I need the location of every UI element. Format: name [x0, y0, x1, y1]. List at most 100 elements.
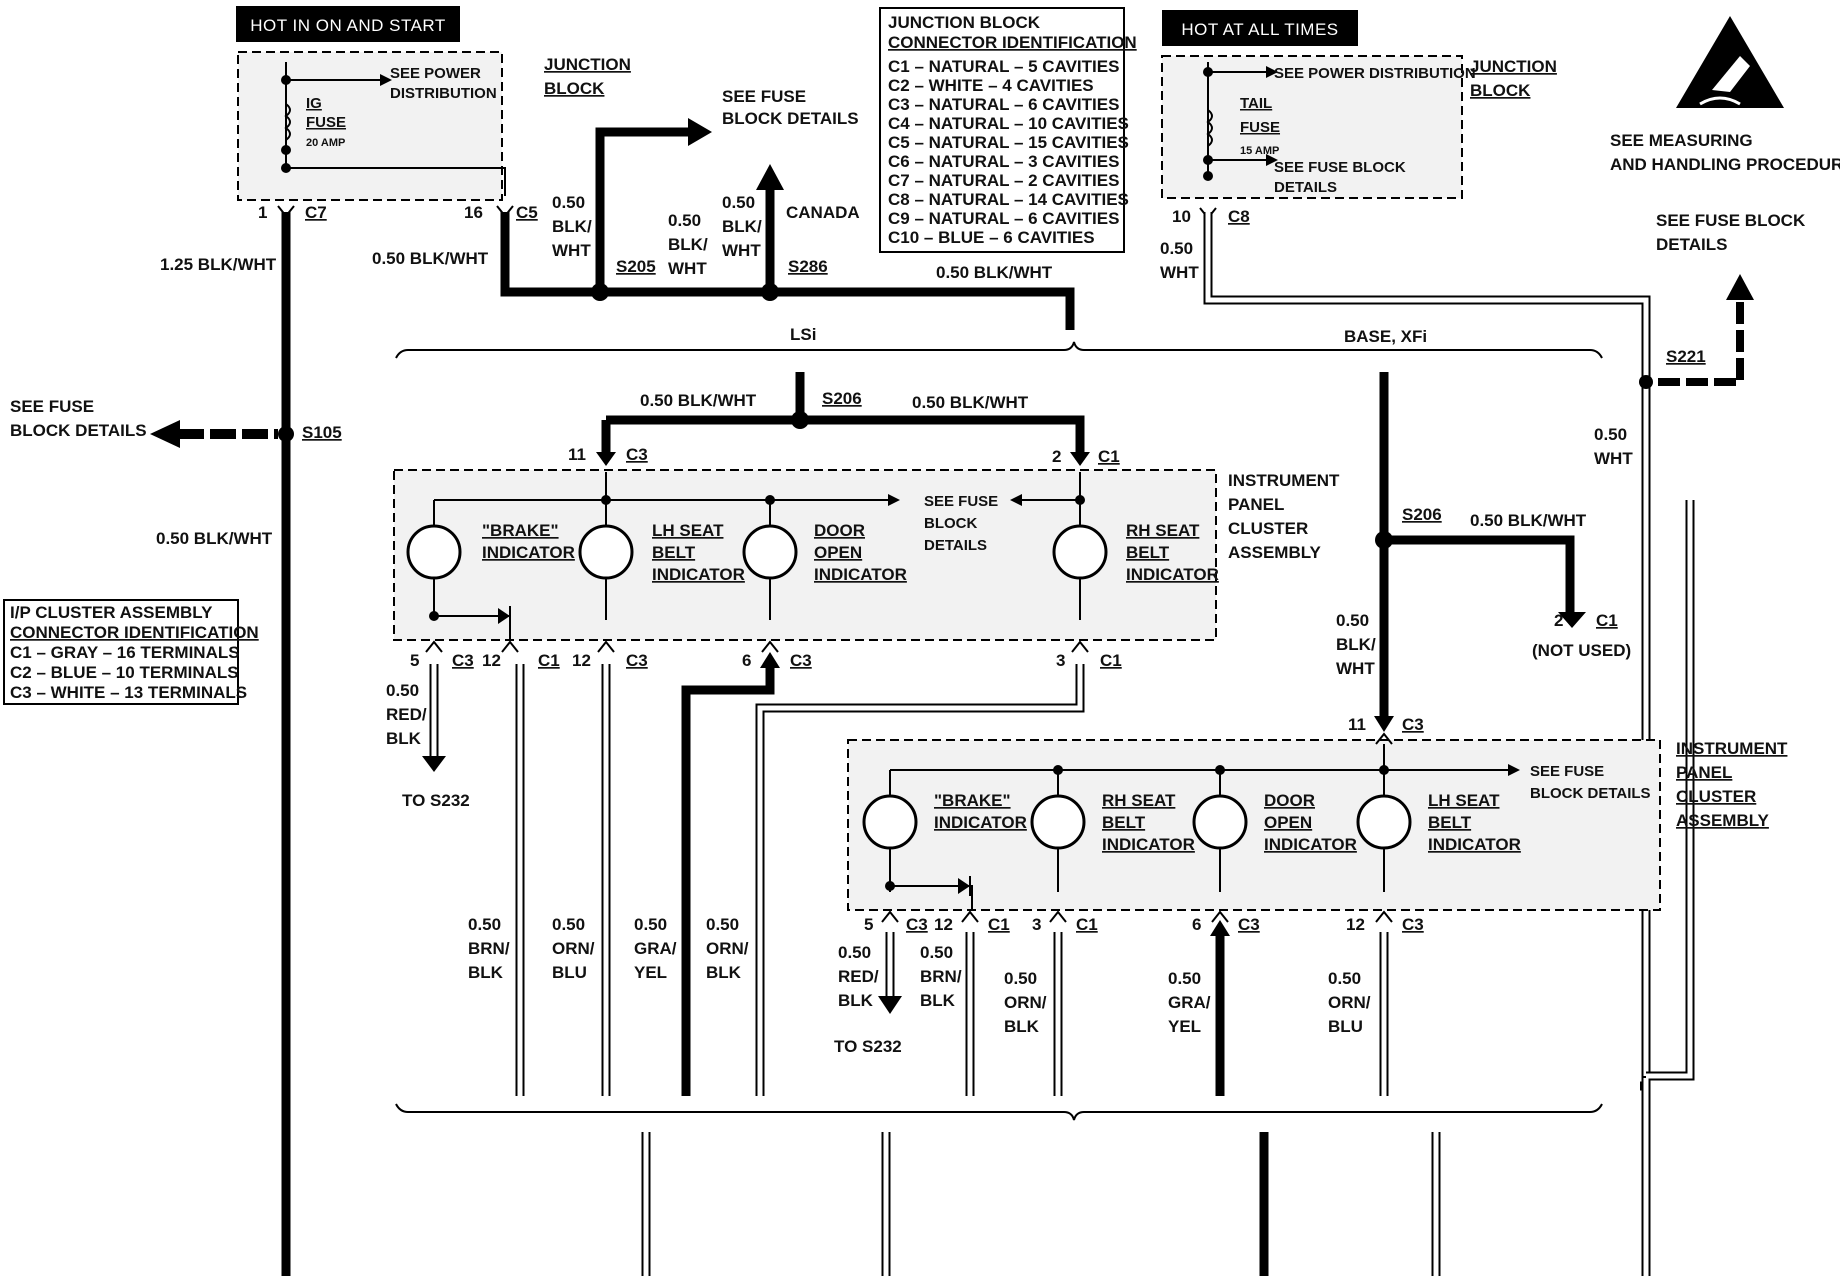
wc-b-ornblu-1: ORN/	[1328, 993, 1371, 1012]
wc-b-grayel-0: 0.50	[1168, 969, 1201, 988]
svg-text:JUNCTION: JUNCTION	[544, 55, 631, 74]
svg-text:C5 – NATURAL – 15 CAVITIES: C5 – NATURAL – 15 CAVITIES	[888, 133, 1129, 152]
ct-brake-1: "BRAKE"	[482, 521, 559, 540]
note-see-fuse-left-1: SEE FUSE	[10, 397, 94, 416]
wire-label-lsi-right: 0.50 BLK/WHT	[912, 393, 1029, 412]
wc-top-redblk-0: 0.50	[386, 681, 419, 700]
wc-b-brnblk-1: BRN/	[920, 967, 962, 986]
cb-see-fuse-2: BLOCK DETAILS	[1530, 785, 1651, 802]
svg-text:CONNECTOR IDENTIFICATION: CONNECTOR IDENTIFICATION	[10, 623, 259, 642]
wire-label-125: 1.25 BLK/WHT	[160, 255, 277, 274]
bottom-cluster-outputs	[878, 910, 1393, 1096]
ct-door-3: INDICATOR	[814, 565, 907, 584]
cb-brake-2: INDICATOR	[934, 813, 1027, 832]
wire-label-c5: 0.50 BLK/WHT	[372, 249, 489, 268]
svg-text:TAIL: TAIL	[1240, 95, 1272, 112]
pin-top-o1: 5	[410, 651, 419, 670]
svg-text:C9 – NATURAL – 6 CAVITIES: C9 – NATURAL – 6 CAVITIES	[888, 209, 1119, 228]
cb-brake-1: "BRAKE"	[934, 791, 1011, 810]
option-brace-bottom	[395, 1103, 1603, 1276]
svg-text:DISTRIBUTION: DISTRIBUTION	[390, 85, 497, 102]
base-xfi-wiring	[1374, 372, 1586, 732]
svg-text:C2 – WHITE – 4 CAVITIES: C2 – WHITE – 4 CAVITIES	[888, 76, 1094, 95]
wc-brnblk-1: BRN/	[468, 939, 510, 958]
header-hot-all-times: HOT AT ALL TIMES	[1162, 10, 1358, 46]
svg-text:BLOCK: BLOCK	[1470, 81, 1531, 100]
wire-label-canada: CANADA	[786, 203, 860, 222]
svg-text:HOT AT ALL TIMES: HOT AT ALL TIMES	[1181, 20, 1338, 39]
cb-door-1: DOOR	[1264, 791, 1315, 810]
junction-block-left: SEE POWER DISTRIBUTION IG FUSE 20 AMP JU…	[237, 51, 631, 222]
svg-text:C3 – WHITE – 13 TERMINALS: C3 – WHITE – 13 TERMINALS	[10, 683, 247, 702]
conn-bottom-in: C3	[1402, 715, 1424, 734]
cb-door-3: INDICATOR	[1264, 835, 1357, 854]
wire-label-s286-1: 0.50	[668, 211, 701, 230]
conn-unused: C1	[1596, 611, 1618, 630]
splice-s205: S205	[616, 257, 656, 276]
wc-ornblu-1: ORN/	[552, 939, 595, 958]
pin-bottom-o2: 12	[934, 915, 953, 934]
wire-label-s205-3: WHT	[552, 241, 591, 260]
svg-text:HOT IN ON AND START: HOT IN ON AND START	[250, 16, 446, 35]
option-brace-top	[395, 341, 1603, 359]
ip-connector-identification: I/P CLUSTER ASSEMBLY CONNECTOR IDENTIFIC…	[3, 599, 259, 705]
cb-label-4: ASSEMBLY	[1676, 811, 1770, 830]
cb-rh-1: RH SEAT	[1102, 791, 1176, 810]
ct-door-2: OPEN	[814, 543, 862, 562]
wire-label-canada-1: 0.50	[722, 193, 755, 212]
power-wiring	[150, 118, 1754, 1276]
esd-warning-icon	[1676, 16, 1784, 108]
svg-text:C5: C5	[516, 203, 538, 222]
wc-grayel-2: YEL	[634, 963, 667, 982]
note-see-fuse-right-2: DETAILS	[1656, 235, 1727, 254]
wire-label-base: 0.50 BLK/WHT	[1470, 511, 1587, 530]
wire-label-wht-right-1: 0.50	[1594, 425, 1627, 444]
cb-door-2: OPEN	[1264, 813, 1312, 832]
wire-label-wht-right-2: WHT	[1594, 449, 1633, 468]
note-see-fuse-2: BLOCK DETAILS	[722, 109, 859, 128]
conn-top-o4: C3	[790, 651, 812, 670]
ct-rh-3: INDICATOR	[1126, 565, 1219, 584]
pin-bottom-in: 11	[1348, 715, 1366, 734]
pin-top-o2: 12	[482, 651, 501, 670]
wc-b-brnblk-2: BLK	[920, 991, 956, 1010]
esd-note-2: AND HANDLING PROCEDURES	[1610, 155, 1840, 174]
pin-bottom-o4: 6	[1192, 915, 1201, 934]
svg-text:C7: C7	[305, 203, 327, 222]
splice-s286: S286	[788, 257, 828, 276]
conn-bottom-o3: C1	[1076, 915, 1098, 934]
note-see-fuse-1: SEE FUSE	[722, 87, 806, 106]
wire-label-left: 0.50 BLK/WHT	[156, 529, 273, 548]
svg-text:FUSE: FUSE	[306, 114, 346, 131]
cb-label-3: CLUSTER	[1676, 787, 1756, 806]
note-see-fuse-right-1: SEE FUSE BLOCK	[1656, 211, 1806, 230]
wc-top-redblk-2: BLK	[386, 729, 422, 748]
svg-text:16: 16	[464, 203, 483, 222]
instrument-cluster-bottom	[847, 732, 1661, 911]
pin-top-in2: 2	[1052, 447, 1061, 466]
junction-connector-identification: JUNCTION BLOCK CONNECTOR IDENTIFICATION …	[879, 7, 1137, 253]
wire-label-s205-1: 0.50	[552, 193, 585, 212]
svg-text:C1 – GRAY – 16 TERMINALS: C1 – GRAY – 16 TERMINALS	[10, 643, 240, 662]
cb-rh-3: INDICATOR	[1102, 835, 1195, 854]
ct-see-fuse-2: BLOCK	[924, 515, 977, 532]
wc-ornblk-2: BLK	[706, 963, 742, 982]
svg-text:SEE POWER DISTRIBUTION: SEE POWER DISTRIBUTION	[1274, 65, 1476, 82]
splice-s206-top: S206	[822, 389, 862, 408]
conn-top-in2: C1	[1098, 447, 1120, 466]
wire-label-canada-3: WHT	[722, 241, 761, 260]
svg-text:10: 10	[1172, 207, 1191, 226]
svg-text:C1 – NATURAL – 5 CAVITIES: C1 – NATURAL – 5 CAVITIES	[888, 57, 1119, 76]
wire-label-base-v-3: WHT	[1336, 659, 1375, 678]
wire-label-lsi-left: 0.50 BLK/WHT	[640, 391, 757, 410]
wc-grayel-0: 0.50	[634, 915, 667, 934]
pin-bottom-o5: 12	[1346, 915, 1365, 934]
wire-label-s286-3: WHT	[668, 259, 707, 278]
wc-b-ornblk-1: ORN/	[1004, 993, 1047, 1012]
note-see-fuse-left-2: BLOCK DETAILS	[10, 421, 147, 440]
conn-top-o3: C3	[626, 651, 648, 670]
svg-text:1: 1	[258, 203, 267, 222]
ct-label-2: PANEL	[1228, 495, 1284, 514]
cb-label-1: INSTRUMENT	[1676, 739, 1788, 758]
ct-label-3: CLUSTER	[1228, 519, 1308, 538]
